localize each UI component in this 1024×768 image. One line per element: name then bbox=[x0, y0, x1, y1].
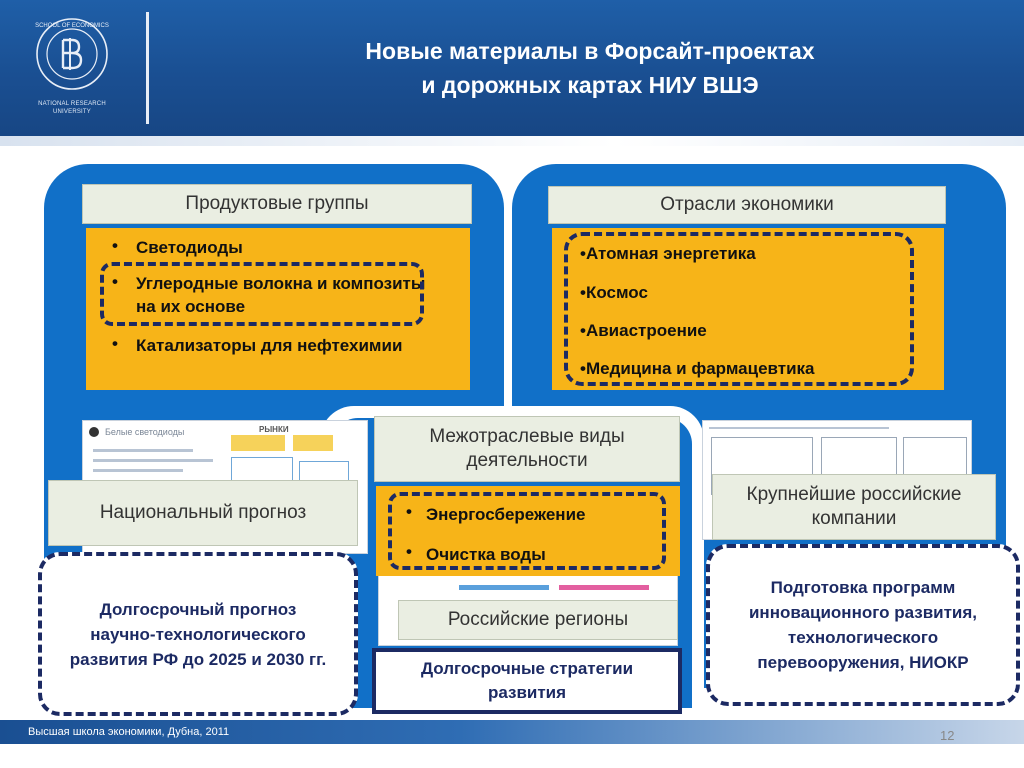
footer-text: Высшая школа экономики, Дубна, 2011 bbox=[28, 726, 230, 738]
sectors-highlight bbox=[564, 232, 914, 386]
intersectoral-label-text: Межотраслевые виды деятельности bbox=[429, 426, 625, 471]
thumb-title: Белые светодиоды bbox=[105, 427, 185, 437]
thumb-line bbox=[93, 449, 193, 452]
national-forecast-label: Национальный прогноз bbox=[48, 480, 358, 546]
bullet-icon: • bbox=[406, 542, 412, 561]
product-item-leds: Светодиоды bbox=[136, 238, 243, 257]
companies-label-text: Крупнейшие российские компании bbox=[746, 484, 962, 529]
bullet-icon: • bbox=[112, 272, 118, 291]
product-groups-label: Продуктовые группы bbox=[82, 184, 472, 224]
thumb-band bbox=[559, 585, 649, 590]
sector-item-space: •Космос bbox=[580, 283, 648, 302]
thumb-band bbox=[459, 585, 549, 590]
logo-caption-line1: NATIONAL RESEARCH bbox=[38, 101, 106, 107]
page-number: 12 bbox=[940, 728, 955, 743]
logo-caption-line2: UNIVERSITY bbox=[52, 109, 91, 115]
thumb-table bbox=[903, 437, 967, 479]
intersectoral-highlight bbox=[388, 492, 666, 570]
economy-sectors-list bbox=[552, 228, 944, 390]
intersectoral-label: Межотраслевые виды деятельности bbox=[374, 416, 680, 482]
thumb-line bbox=[709, 427, 889, 429]
title-line-1: Новые материалы в Форсайт-проектах bbox=[365, 38, 815, 64]
regions-label: Российские регионы bbox=[398, 600, 678, 640]
page-title: Новые материалы в Форсайт-проектах и дор… bbox=[220, 34, 960, 102]
companies-desc: Подготовка программ инновационного разви… bbox=[748, 578, 978, 672]
product-item-carbon-fiber: Углеродные волокна и композиты на их осн… bbox=[136, 274, 426, 316]
thumb-line bbox=[93, 459, 213, 462]
footer-bar bbox=[0, 720, 1024, 744]
economy-sectors-label: Отрасли экономики bbox=[548, 186, 946, 224]
thumb-dot-icon bbox=[89, 427, 99, 437]
logo-caption: NATIONAL RESEARCH UNIVERSITY bbox=[26, 100, 118, 116]
carbon-fiber-highlight bbox=[100, 262, 424, 326]
sector-item-nuclear: •Атомная энергетика bbox=[580, 244, 756, 263]
header-strip bbox=[0, 136, 1024, 146]
intersectoral-list bbox=[376, 486, 680, 576]
thumb-box bbox=[231, 435, 285, 451]
regions-desc: Долгосрочные стратегии развития bbox=[420, 659, 634, 702]
header-banner bbox=[0, 0, 1024, 136]
intersectoral-item-energy-saving: Энергосбережение bbox=[426, 505, 586, 524]
sector-item-medicine: •Медицина и фармацевтика bbox=[580, 359, 815, 378]
thumb-market-label: РЫНКИ bbox=[259, 425, 289, 434]
companies-label: Крупнейшие российские компании bbox=[712, 474, 996, 540]
regions-desc-box: Долгосрочные стратегии развития bbox=[372, 648, 682, 714]
thumb-box bbox=[293, 435, 333, 451]
header-divider bbox=[146, 12, 149, 124]
bullet-icon: • bbox=[112, 236, 118, 255]
product-groups-list bbox=[86, 228, 470, 390]
national-forecast-label-text: Национальный прогноз bbox=[99, 502, 307, 523]
bullet-icon: • bbox=[406, 502, 412, 521]
companies-desc-box: Подготовка программ инновационного разви… bbox=[706, 544, 1020, 706]
product-item-catalysts: Катализаторы для нефтехимии bbox=[136, 336, 403, 355]
title-line-2: и дорожных картах НИУ ВШЭ bbox=[421, 72, 759, 98]
sector-item-aviation: •Авиастроение bbox=[580, 321, 707, 340]
university-seal-icon: SCHOOL OF ECONOMICS bbox=[35, 18, 109, 90]
thumb-line bbox=[93, 469, 183, 472]
svg-text:SCHOOL OF ECONOMICS: SCHOOL OF ECONOMICS bbox=[35, 23, 109, 29]
intersectoral-item-water: Очистка воды bbox=[426, 545, 546, 564]
national-forecast-desc-box: Долгосрочный прогноз научно-технологичес… bbox=[38, 552, 358, 716]
bullet-icon: • bbox=[112, 334, 118, 353]
national-forecast-desc: Долгосрочный прогноз научно-технологичес… bbox=[69, 599, 327, 669]
